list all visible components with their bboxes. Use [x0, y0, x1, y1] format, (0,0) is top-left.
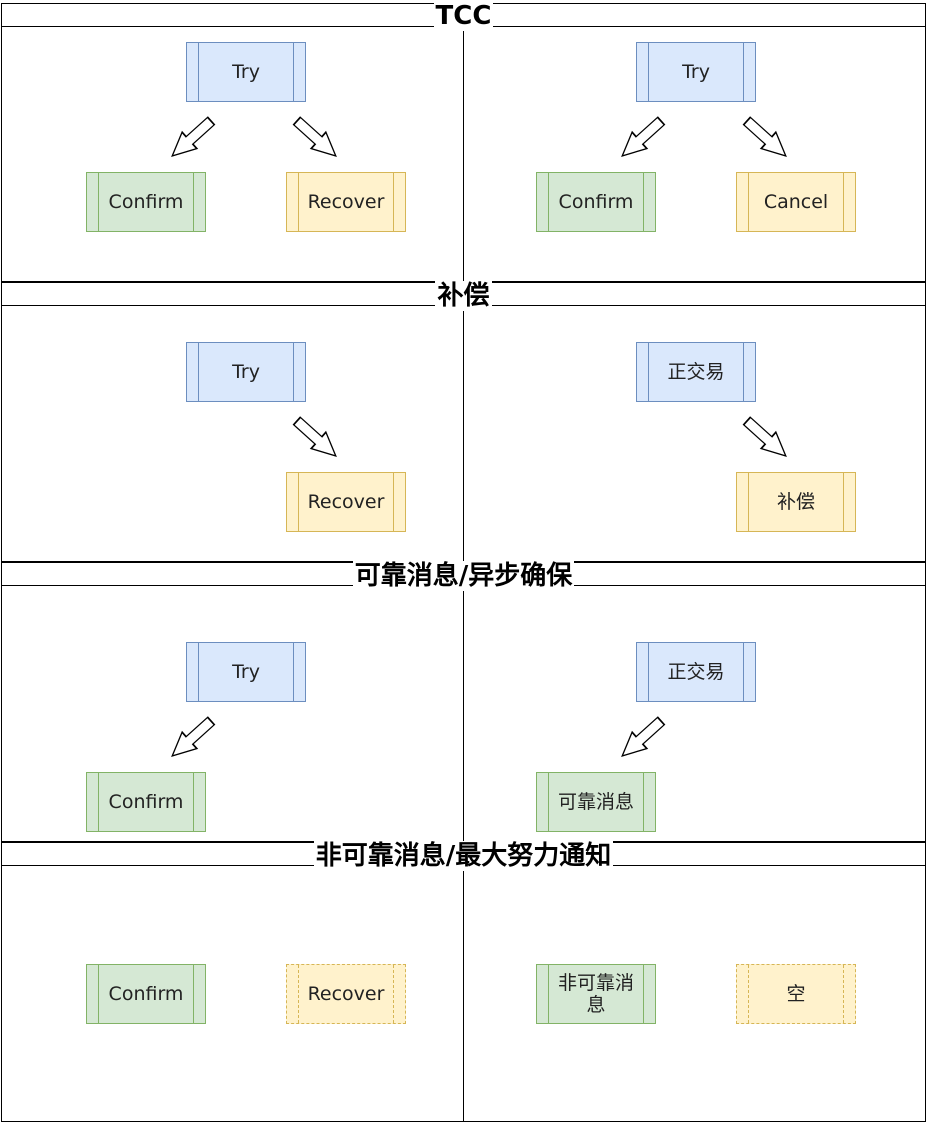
arrow-forward-to-compensate-icon — [738, 412, 794, 465]
arrow-forward-to-reliable-message-icon — [614, 712, 670, 765]
arrow-try-to-cancel-icon — [738, 112, 794, 165]
arrow-try-to-confirm-icon — [614, 112, 670, 165]
reliable-message-node: 可靠消息 — [536, 772, 656, 832]
empty-node-dashed: 空 — [736, 964, 856, 1024]
arrow-try-to-confirm-icon — [164, 112, 220, 165]
tcc-divider — [463, 26, 464, 282]
cancel-node: Cancel — [736, 172, 856, 232]
try-node: Try — [186, 42, 306, 102]
forward-transaction-node: 正交易 — [636, 342, 756, 402]
confirm-node: Confirm — [86, 964, 206, 1024]
tcc-title: TCC — [433, 1, 494, 31]
try-node: Try — [186, 342, 306, 402]
compensation-node: 补偿 — [736, 472, 856, 532]
arrow-try-to-confirm-icon — [164, 712, 220, 765]
best-effort-title: 非可靠消息/最大努力通知 — [313, 841, 614, 871]
arrow-try-to-recover-icon — [288, 112, 344, 165]
compensation-title: 补偿 — [435, 281, 492, 311]
recover-node-dashed: Recover — [286, 964, 406, 1024]
forward-transaction-node: 正交易 — [636, 642, 756, 702]
try-node: Try — [636, 42, 756, 102]
best-effort-divider — [463, 865, 464, 1122]
arrow-try-to-recover-icon — [288, 412, 344, 465]
recover-node: Recover — [286, 472, 406, 532]
unreliable-message-node: 非可靠消息 — [536, 964, 656, 1024]
reliable-message-divider — [463, 585, 464, 842]
confirm-node: Confirm — [86, 772, 206, 832]
reliable-message-title: 可靠消息/异步确保 — [352, 561, 575, 591]
try-node: Try — [186, 642, 306, 702]
recover-node: Recover — [286, 172, 406, 232]
confirm-node: Confirm — [86, 172, 206, 232]
compensation-divider — [463, 305, 464, 562]
confirm-node: Confirm — [536, 172, 656, 232]
